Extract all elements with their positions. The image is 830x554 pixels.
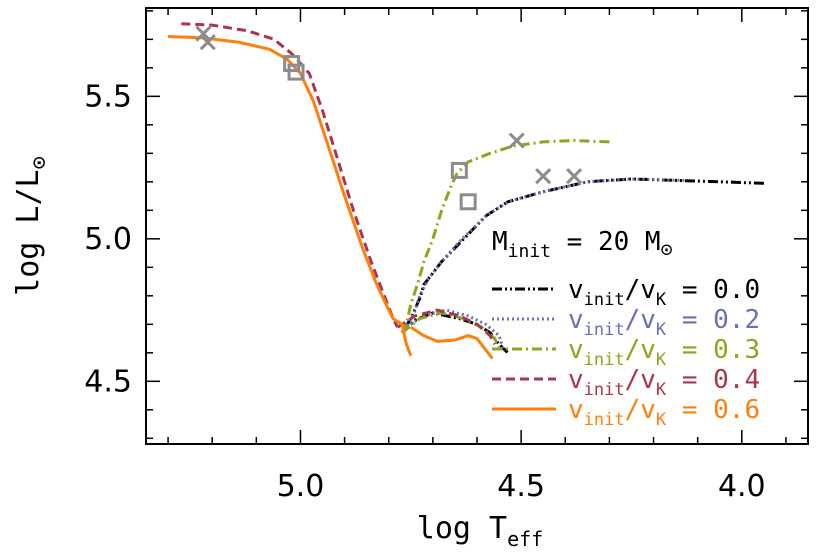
square-marker [450, 161, 468, 179]
x-marker [535, 168, 552, 185]
series-layer [168, 22, 764, 360]
x-marker [566, 168, 583, 185]
y-axis-label: log L/L⊙ [11, 156, 52, 296]
y-axis-label-symbol: ⊙ [27, 156, 52, 169]
square-marker [287, 63, 305, 81]
x-marker [508, 132, 525, 149]
series-line-0.3 [400, 139, 610, 334]
x-tick-label: 4.5 [497, 469, 545, 504]
series-tail-0.4 [396, 308, 497, 345]
legend-header: Minit = 20 M⊙ [492, 227, 673, 262]
axis-ticks [146, 8, 808, 444]
marker-layer [195, 25, 583, 211]
legend-label-0.2: vinit/vK = 0.2 [568, 305, 760, 340]
x-axis-label-sub: eff [507, 527, 543, 551]
y-axis-label-group: log L/L⊙ [11, 156, 52, 296]
legend-label-0.6: vinit/vK = 0.6 [568, 395, 760, 430]
tick-labels: 5.0 4.5 4.0 4.5 5.0 5.5 [84, 79, 765, 504]
x-tick-label: 4.0 [718, 469, 766, 504]
square-marker [459, 193, 477, 211]
series-line-0.4 [181, 22, 399, 328]
y-tick-label: 5.5 [84, 79, 132, 114]
x-marker [199, 34, 216, 51]
x-marker [195, 25, 212, 42]
legend-label-0.3: vinit/vK = 0.3 [568, 335, 760, 370]
square-marker [283, 55, 301, 73]
y-tick-label: 5.0 [84, 222, 132, 257]
x-tick-label: 5.0 [277, 469, 325, 504]
series-tail-0.2 [405, 308, 505, 351]
x-axis-label: log Teff [417, 511, 543, 551]
series-line-0.6 [168, 35, 413, 357]
series-tail-0.6 [409, 325, 494, 360]
y-tick-label: 4.5 [84, 364, 132, 399]
legend-label-0.4: vinit/vK = 0.4 [568, 365, 760, 400]
legend-label-0.0: vinit/vK = 0.0 [568, 275, 760, 310]
